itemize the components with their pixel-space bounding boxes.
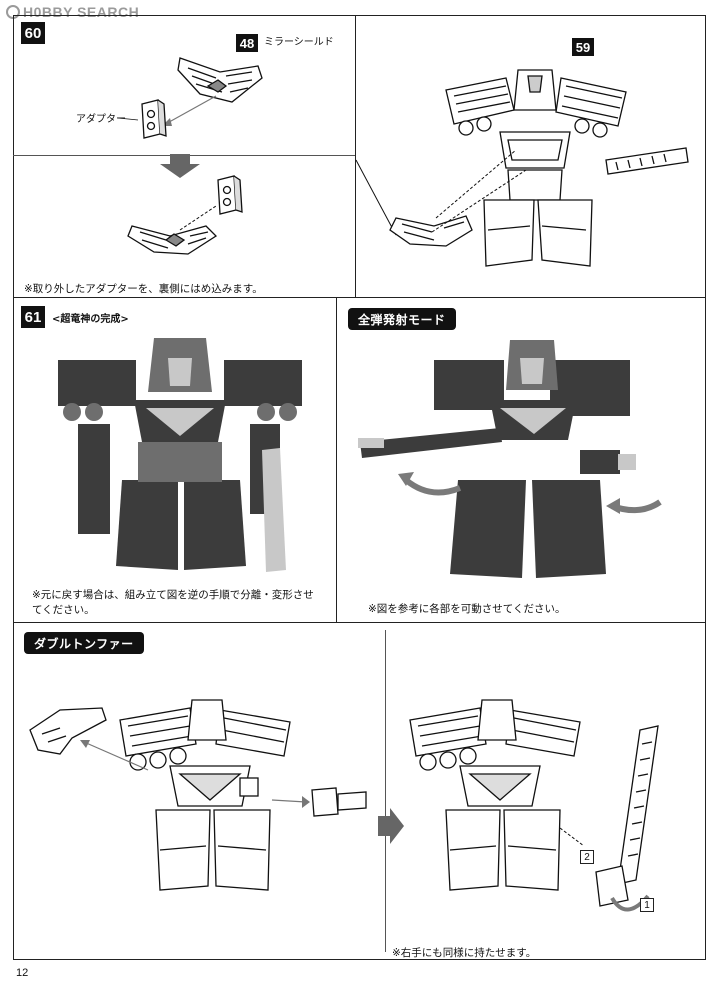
double-tonfa-heading: ダブルトンファー [24, 632, 144, 654]
mirror-shield-top [177, 57, 263, 103]
robot-line-drawing [389, 69, 689, 267]
mirror-shield-label: ミラーシールド [264, 37, 334, 48]
step-2-marker: 2 [580, 850, 594, 864]
divider-row2 [13, 622, 706, 623]
step-60-diagram [117, 57, 263, 255]
robot-line-art-top [355, 69, 689, 267]
completed-robot-photo [58, 338, 302, 572]
double-tonfa-note: ※右手にも同様に持たせます。 [392, 947, 537, 959]
step-1-marker: 1 [640, 898, 654, 912]
full-fire-mode-note: ※図を参考に各部を可動させてください。 [368, 603, 566, 615]
step-60-note: ※取り外したアダプターを、裏側にはめ込みます。 [24, 283, 263, 295]
down-arrow-icon [160, 154, 200, 178]
step-61-note: ※元に戻す場合は、組み立て図を逆の手順で分離・変形させてください。 [32, 589, 314, 617]
full-fire-mode-heading: 全弾発射モード [348, 308, 456, 330]
watermark-text: H0BBY SEARCH [23, 4, 140, 20]
step-59-number: 59 [572, 38, 594, 56]
page-frame [13, 15, 706, 960]
double-tonfa-right-diagram [409, 699, 659, 912]
mirror-shield-bottom [127, 225, 218, 255]
page-number: 12 [16, 967, 29, 979]
next-step-arrow-icon [378, 808, 404, 844]
divider-col-row1 [355, 15, 356, 297]
rotate-arrow-left-icon [404, 477, 462, 496]
divider-col-row2 [336, 297, 337, 622]
divider-col-row3 [385, 630, 386, 952]
step-61-title: <超竜神の完成> [52, 314, 129, 325]
part-48-number: 48 [236, 34, 258, 52]
step-60-number: 60 [21, 22, 45, 44]
divider-row1 [13, 297, 706, 298]
double-tonfa-left-diagram [29, 699, 367, 891]
full-fire-mode-photo [358, 340, 662, 578]
adapter-label: アダプター [76, 114, 126, 125]
adapter-part [141, 99, 167, 139]
step-61-number: 61 [21, 306, 45, 328]
adapter-part-bottom [217, 175, 243, 215]
